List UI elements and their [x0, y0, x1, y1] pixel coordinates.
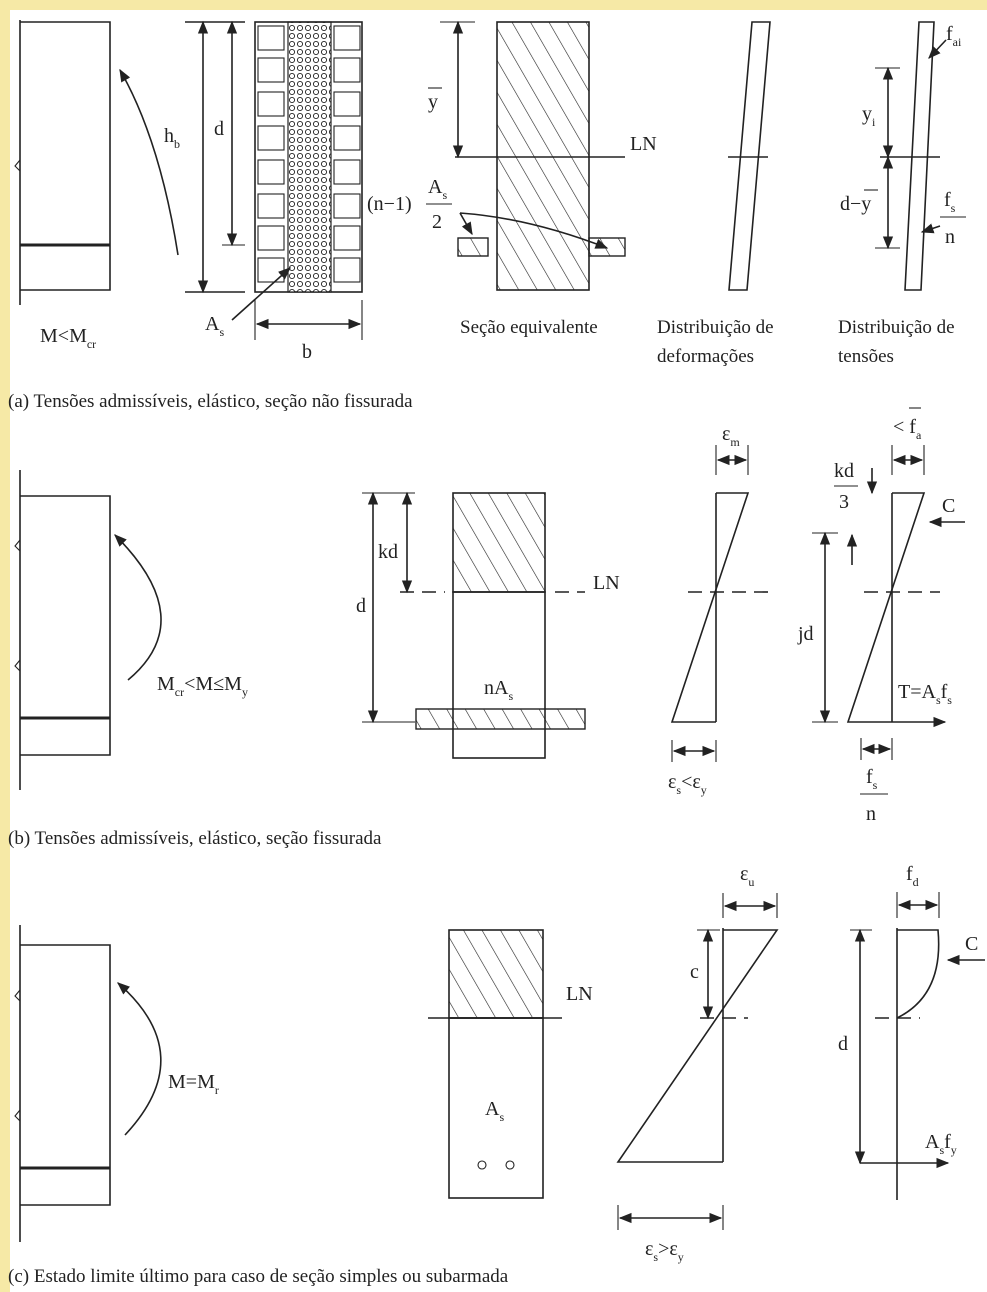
kd-label-b: kd: [378, 541, 398, 563]
stress-title-line2: tensões: [838, 346, 894, 367]
left-highlight-strip: [0, 0, 10, 1292]
moment-label-c: M=Mr: [168, 1071, 219, 1097]
strain-title-line2: deformações: [657, 346, 754, 367]
eu-label: εu: [740, 863, 754, 889]
cracked-section-b: d kd LN nAs: [356, 491, 620, 759]
stress-title-line1: Distribuição de: [838, 317, 955, 338]
nas-label: nAs: [484, 677, 513, 703]
fd-label: fd: [906, 863, 919, 889]
fs-over-n-num-a: fs: [944, 189, 956, 215]
ln-label-b: LN: [593, 572, 620, 594]
panel-c: M=Mr LN As εu c: [8, 863, 985, 1287]
panel-b: Mcr<M≤My d kd LN nAs: [8, 407, 965, 849]
moment-label-a: M<Mcr: [40, 325, 96, 351]
es-label-b: εs<εy: [668, 771, 707, 797]
es-label-c: εs>εy: [645, 1238, 684, 1264]
caption-b: (b) Tensões admissíveis, elástico, seção…: [8, 828, 382, 849]
b-label: b: [302, 341, 312, 363]
fs-over-n-den-a: n: [945, 226, 955, 248]
strain-distribution-b: εm εs<εy: [668, 423, 768, 797]
n-minus-1-label: (n−1): [367, 193, 412, 215]
c-label-c: C: [965, 933, 978, 955]
moment-label-b: Mcr<M≤My: [157, 673, 248, 699]
em-label: εm: [722, 423, 740, 449]
section-c: LN As: [428, 929, 593, 1199]
as-label-a: As: [205, 313, 224, 339]
stress-distribution-c: fd C d Asfy: [838, 863, 985, 1200]
jd-label: jd: [797, 623, 814, 645]
moment-arrow-a: [119, 68, 179, 256]
top-highlight-strip: [0, 0, 987, 10]
strain-title-line1: Distribuição de: [657, 317, 774, 338]
caption-a: (a) Tensões admissíveis, elástico, seção…: [8, 391, 413, 412]
d-minus-ybar-label: d−y: [840, 193, 871, 215]
hb-label: hb: [164, 125, 180, 151]
d-label-b: d: [356, 595, 366, 617]
fa-label: < fa: [893, 416, 922, 442]
stress-distribution-a: yi d−y fai fs n Distribuição de tensões: [838, 21, 966, 367]
as-label-c: As: [485, 1098, 504, 1124]
moment-arrow-b: [114, 534, 162, 681]
beam-elevation-a: [14, 20, 111, 305]
c-label-b: C: [942, 495, 955, 517]
asfy-label: Asfy: [925, 1131, 957, 1157]
fs-over-n-num-b: fs: [866, 766, 878, 792]
moment-arrow-c: [117, 982, 162, 1136]
ln-label-c: LN: [566, 983, 593, 1005]
beam-elevation-b: [14, 470, 111, 790]
yi-label: yi: [862, 103, 876, 129]
fai-label: fai: [946, 23, 962, 49]
fs-over-n-den-b: n: [866, 803, 876, 825]
kd3-den: 3: [839, 491, 849, 513]
d-label-a: d: [214, 118, 224, 140]
as-over-2-den: 2: [432, 211, 442, 233]
transformed-section-a: d As b: [185, 20, 363, 363]
beam-elevation-c: [14, 925, 111, 1242]
as-over-2-num: As: [428, 176, 447, 202]
t-label: T=Asfs: [898, 681, 952, 707]
ybar-label: y: [428, 91, 438, 113]
kd3-num: kd: [834, 460, 854, 482]
panel-a: M<Mcr hb d: [8, 20, 966, 412]
stress-distribution-b: < fa kd 3 C jd T=Asfs fs n: [797, 407, 965, 825]
caption-c: (c) Estado limite último para caso de se…: [8, 1266, 509, 1287]
equivalent-section-title: Seção equivalente: [460, 317, 598, 338]
equivalent-section: y LN (n−1) As 2 Seção equivalente: [367, 20, 657, 338]
c-depth-label: c: [690, 961, 699, 983]
strain-distribution-c: εu c εs>εy: [616, 863, 779, 1264]
infill-blocks: [257, 25, 361, 283]
ln-label-a: LN: [630, 133, 657, 155]
d-label-c: d: [838, 1033, 848, 1055]
strain-distribution-a: Distribuição de deformações: [657, 21, 774, 367]
